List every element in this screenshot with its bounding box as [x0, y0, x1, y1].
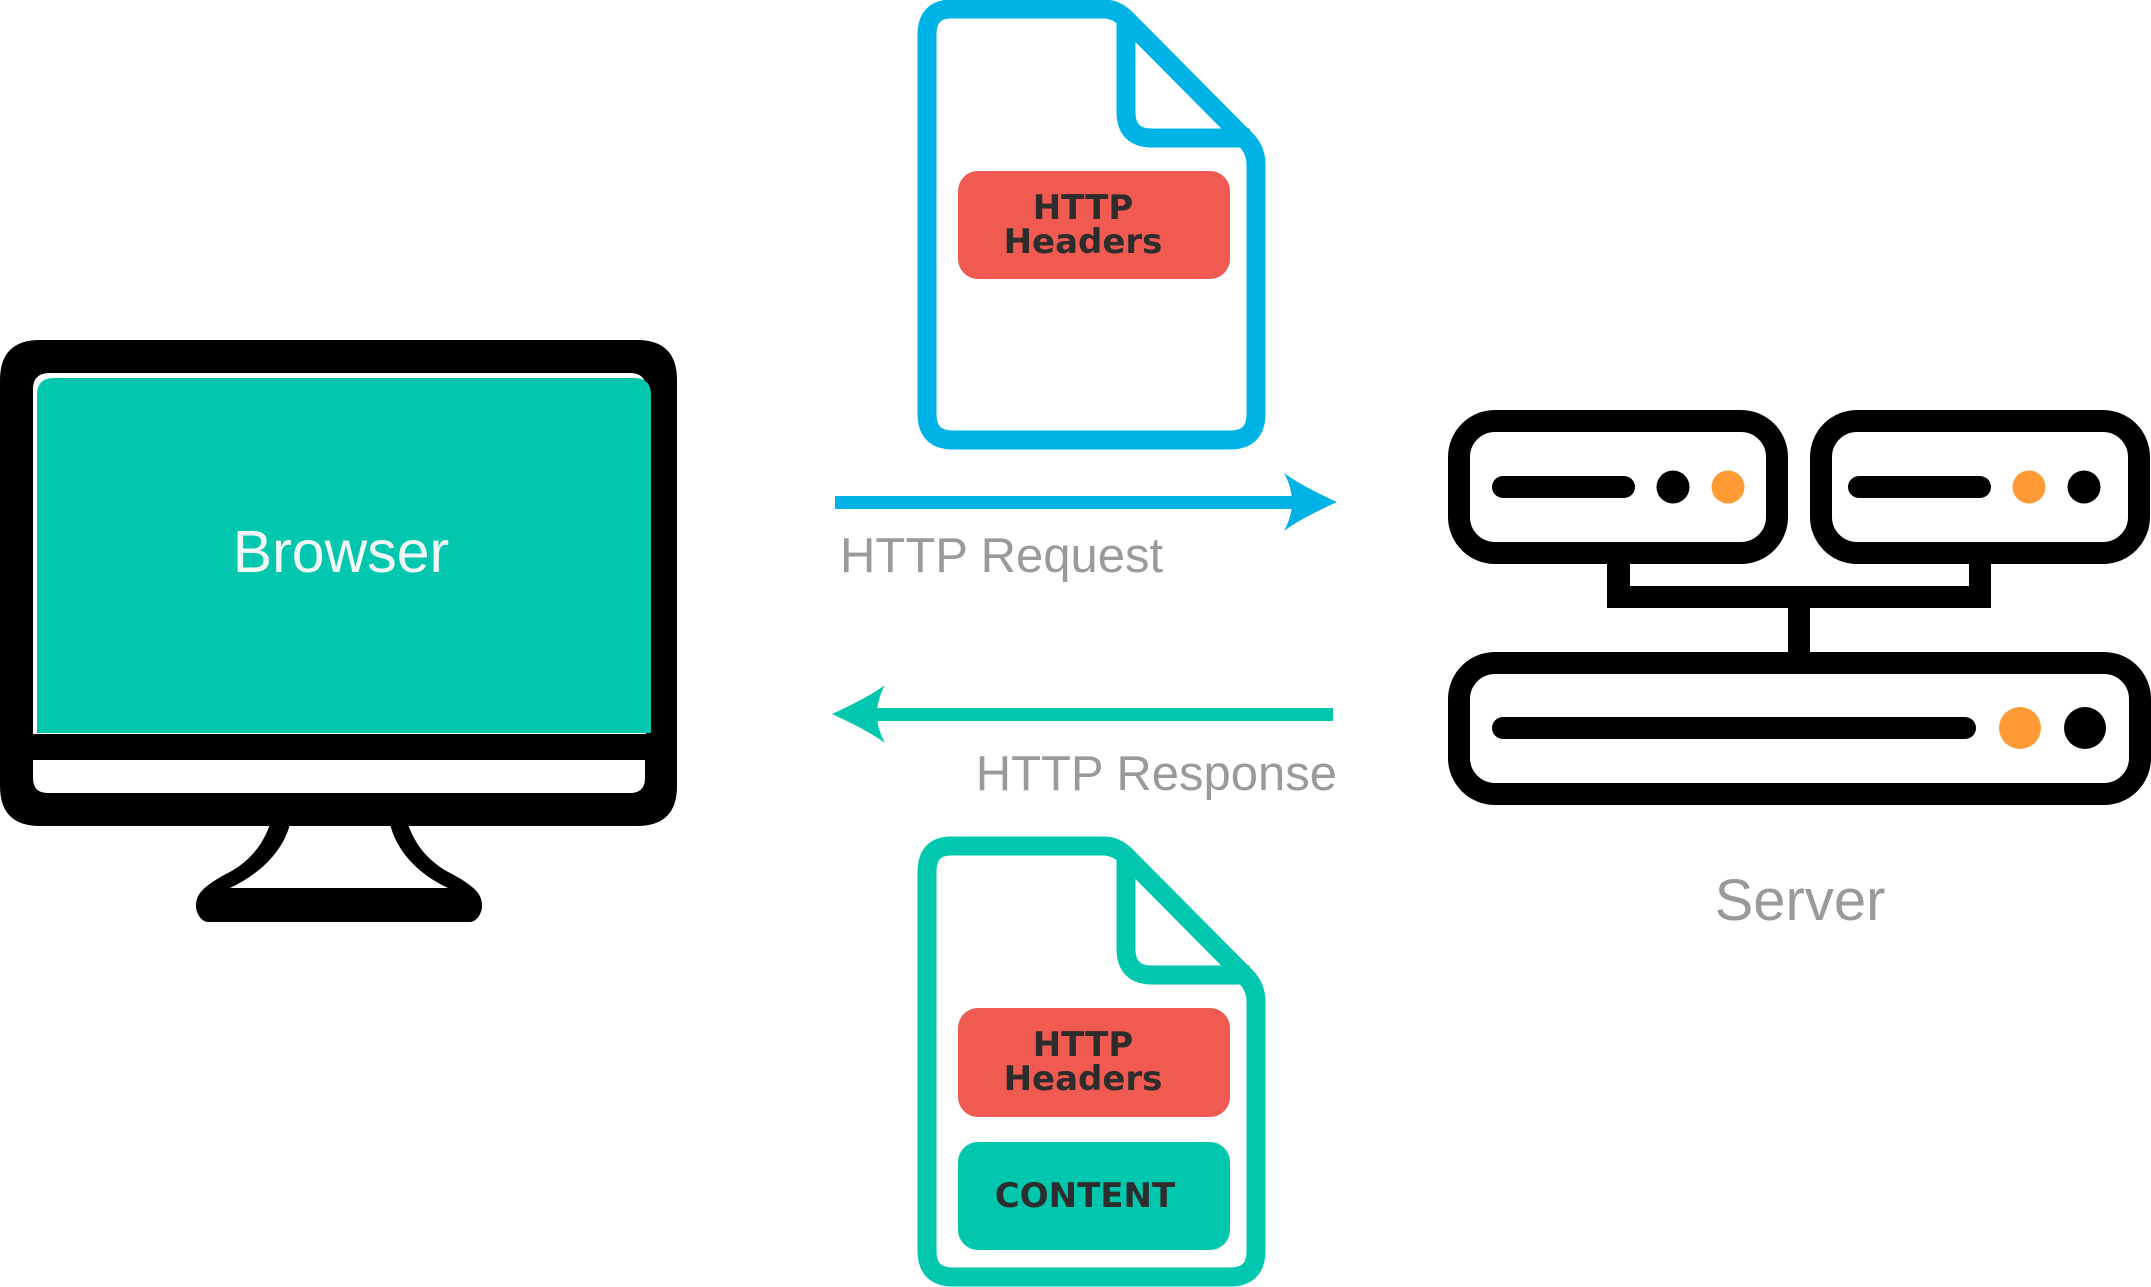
- status-led-orange: [1711, 470, 1745, 504]
- status-led-black: [1656, 470, 1690, 504]
- request-label: HTTP Request: [840, 529, 1164, 583]
- badge-line-2: Headers: [1004, 222, 1163, 262]
- browser-node: Browser: [0, 340, 677, 922]
- status-led-orange: [1999, 707, 2041, 749]
- document-icon: [917, 836, 1266, 1287]
- badge-bg: [958, 1142, 1230, 1250]
- server-unit-top-right: [1810, 410, 2150, 564]
- browser-label: Browser: [233, 519, 449, 585]
- drive-slot: [1492, 717, 1976, 739]
- badge-bg: [958, 1008, 1230, 1117]
- arrow-shaft: [872, 708, 1333, 721]
- badge-line-2: Headers: [1004, 1059, 1163, 1099]
- document-icon: [917, 0, 1266, 450]
- server-unit-top-left: [1448, 410, 1788, 564]
- server-rack-icon: [1448, 410, 2151, 805]
- server-node: Server: [1448, 410, 2151, 933]
- response-arrow: HTTP Response: [832, 685, 1337, 801]
- arrow-right-icon: [1284, 473, 1337, 531]
- document-fold: [1116, 19, 1250, 148]
- status-led-black: [2064, 707, 2106, 749]
- badge-bg: [958, 171, 1230, 279]
- monitor-icon: [0, 340, 677, 922]
- response-document: HTTP Headers CONTENT: [917, 836, 1266, 1287]
- document-fold: [1116, 856, 1250, 985]
- response-label: HTTP Response: [976, 747, 1337, 801]
- drive-slot: [1848, 476, 1991, 498]
- http-headers-badge: HTTP Headers: [958, 1008, 1230, 1117]
- badge-line-1: HTTP: [1033, 1025, 1134, 1065]
- monitor-screen: [37, 378, 651, 733]
- arrow-left-icon: [832, 685, 885, 743]
- badge-line-1: HTTP: [1033, 188, 1134, 228]
- drive-slot: [1492, 476, 1635, 498]
- server-unit-bottom: [1448, 652, 2151, 805]
- request-arrow: HTTP Request: [835, 473, 1337, 583]
- connector: [1788, 600, 1810, 656]
- arrow-shaft: [835, 496, 1295, 509]
- monitor-stand: [196, 824, 482, 922]
- content-label: CONTENT: [995, 1176, 1176, 1216]
- connector: [1607, 586, 1991, 608]
- http-headers-badge: HTTP Headers: [958, 171, 1230, 279]
- status-led-black: [2067, 470, 2101, 504]
- status-led-orange: [2012, 470, 2046, 504]
- content-badge: CONTENT: [958, 1142, 1230, 1250]
- request-document: HTTP Headers: [917, 0, 1266, 450]
- server-label: Server: [1715, 868, 1886, 933]
